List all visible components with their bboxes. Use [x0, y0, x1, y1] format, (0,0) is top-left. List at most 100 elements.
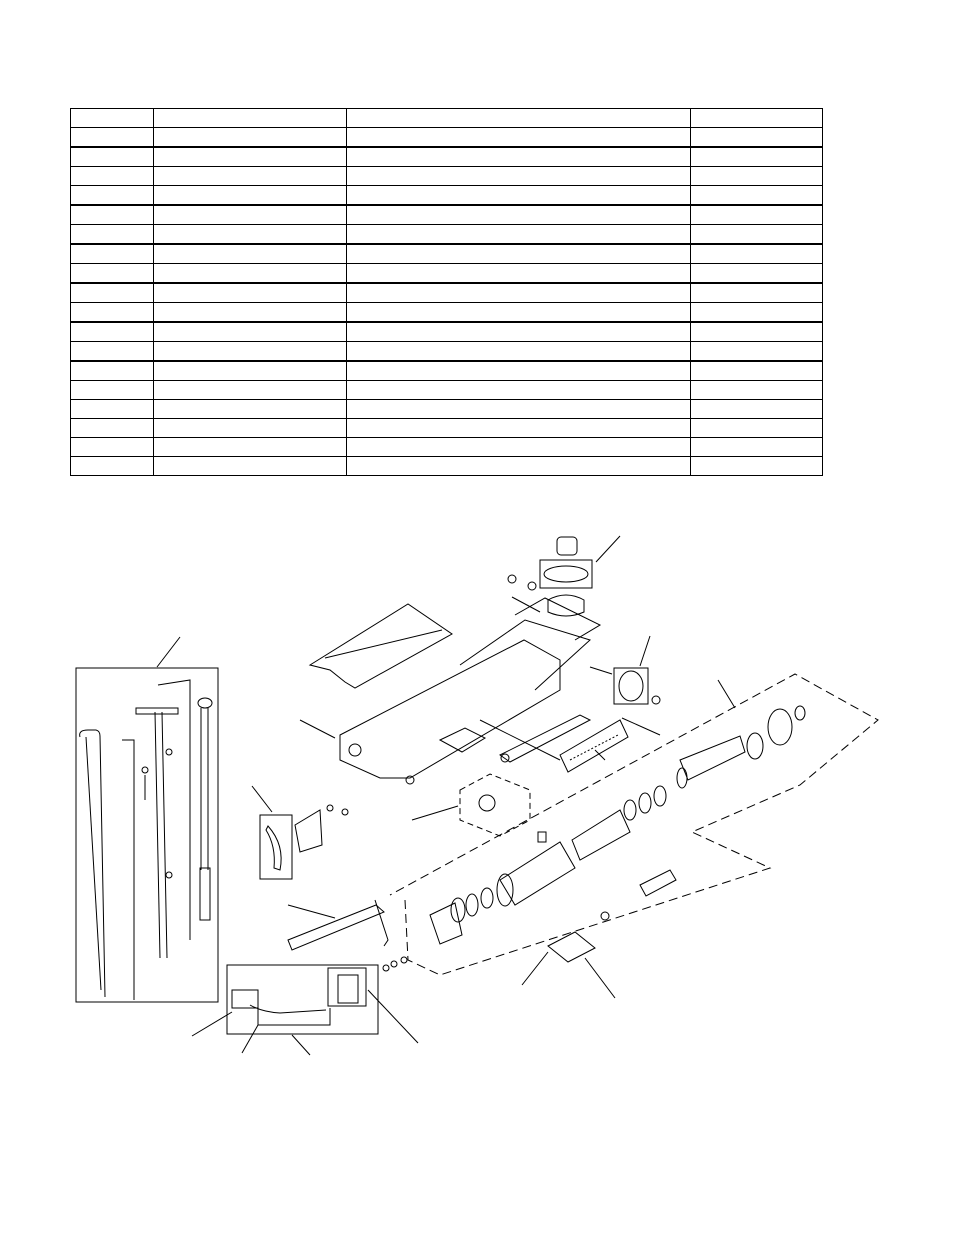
pump-housing-box [327, 967, 367, 1007]
table-cell [153, 166, 347, 186]
table-row [70, 341, 823, 362]
table-row [70, 243, 823, 264]
frame-side [339, 639, 561, 779]
table-cell [70, 282, 154, 303]
table-cell [690, 341, 823, 362]
table-cell [690, 418, 823, 438]
table-cell [70, 166, 154, 186]
clip-part [400, 956, 408, 964]
table-cell [153, 127, 347, 148]
clip-part [341, 808, 349, 816]
return-spring [559, 719, 629, 773]
table-cell [70, 185, 154, 206]
table-cell [153, 456, 347, 476]
leader-line [367, 989, 419, 1044]
table-cell [690, 243, 823, 264]
seal-ring [638, 792, 652, 814]
table-cell [70, 399, 154, 419]
table-cell [153, 380, 347, 400]
table-cell [153, 224, 347, 245]
table-cell [153, 263, 347, 284]
leader-line [717, 679, 736, 709]
handle-assembly [75, 636, 219, 1003]
clip-part [165, 871, 173, 879]
table-row [70, 127, 823, 148]
table-row [70, 380, 823, 400]
leader-line [251, 785, 273, 813]
table-cell [70, 456, 154, 476]
table-cell [346, 380, 691, 400]
table-cell [153, 243, 347, 264]
saddle-box [539, 559, 593, 589]
release-valve [639, 869, 677, 897]
clip-part [507, 574, 517, 584]
table-cell [153, 204, 347, 225]
clip-part [390, 960, 398, 968]
table-cell [346, 456, 691, 476]
pump-unit-assembly [411, 773, 531, 837]
table-cell [70, 418, 154, 438]
spring-coil [569, 734, 619, 761]
table-cell [690, 302, 823, 323]
table-cell [346, 399, 691, 419]
table-cell [70, 321, 154, 342]
table-row [70, 456, 823, 476]
table-cell [346, 166, 691, 186]
table-header-row [70, 108, 823, 128]
valve-ball [600, 911, 610, 921]
table-cell [690, 204, 823, 225]
pump-hose [249, 1004, 327, 1014]
table-cell [153, 437, 347, 457]
seal-ring [623, 799, 637, 821]
table-row [70, 146, 823, 167]
mount-bracket [438, 727, 487, 753]
table-cell [70, 243, 154, 264]
table-cell [690, 127, 823, 148]
table-row [70, 437, 823, 457]
pin-rod [299, 719, 336, 739]
table-cell [70, 380, 154, 400]
handle-tube-bent [79, 729, 106, 998]
pump-base [429, 902, 463, 945]
table-cell [70, 360, 154, 381]
saddle-pad [543, 565, 589, 583]
table-cell [70, 127, 154, 148]
wiper-ring [794, 705, 806, 721]
leader-line [584, 957, 616, 999]
inner-cylinder [571, 809, 631, 861]
table-cell [153, 282, 347, 303]
table-cell [690, 146, 823, 167]
table-cell [346, 282, 691, 303]
ram-piston [679, 735, 746, 781]
table-row [70, 418, 823, 438]
handle-section-lines [157, 679, 191, 940]
table-cell [153, 146, 347, 167]
table-cell [690, 321, 823, 342]
table-cell [346, 341, 691, 362]
pivot-hole [348, 743, 362, 757]
handle-rod-edge [161, 711, 168, 959]
table-cell [346, 185, 691, 206]
table-cell [346, 127, 691, 148]
pedal-bracket [294, 809, 323, 853]
table-cell [70, 302, 154, 323]
cover-plate [308, 603, 453, 689]
pedal-lever [265, 825, 282, 871]
pump-block [231, 989, 259, 1009]
o-ring [480, 887, 494, 909]
o-ring [450, 897, 466, 923]
table-cell [690, 166, 823, 186]
table-cell [346, 360, 691, 381]
table-cell [690, 456, 823, 476]
caster-wheel [618, 670, 644, 702]
pump-frame [257, 1005, 331, 1026]
spring-part [141, 766, 149, 774]
table-row [70, 321, 823, 342]
handle-tube-edge [85, 736, 102, 991]
sleeve-end [496, 873, 514, 907]
table-cell [153, 185, 347, 206]
table-row [70, 185, 823, 206]
table-cell [690, 185, 823, 206]
hydraulic-boundary [389, 673, 879, 976]
pump-unit-boundary [459, 773, 531, 837]
